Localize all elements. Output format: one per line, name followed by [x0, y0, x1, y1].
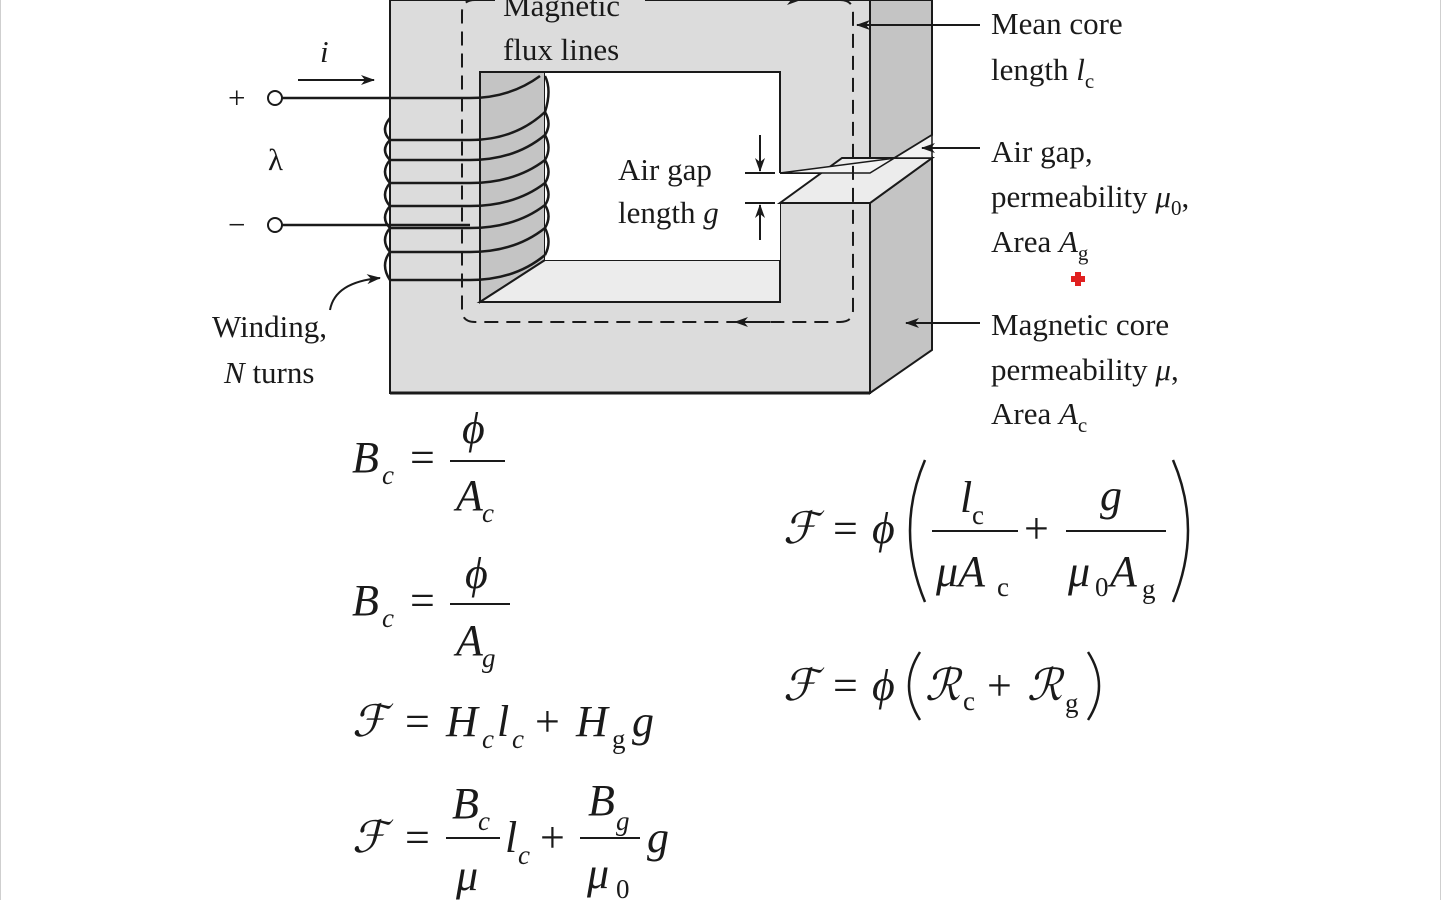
svg-text:c: c	[482, 498, 494, 528]
core-label-line2: permeability μ,	[991, 352, 1179, 387]
svg-text:+: +	[540, 813, 565, 862]
svg-text:0: 0	[1095, 572, 1109, 602]
core-window	[545, 72, 780, 260]
svg-text:ϕ: ϕ	[462, 404, 485, 453]
svg-text:g: g	[612, 724, 626, 754]
svg-text:=: =	[410, 433, 435, 482]
svg-text:+: +	[987, 661, 1012, 710]
svg-text:c: c	[482, 724, 494, 754]
equation-mmf-reluctance-expanded: ℱ = ϕ l c μA c + g μ 0 A g	[783, 459, 1190, 604]
equation-flux-density-core: B c = ϕ A c	[352, 404, 505, 528]
svg-text:c: c	[512, 724, 524, 754]
svg-text:c: c	[997, 572, 1009, 602]
svg-text:A: A	[453, 471, 484, 520]
core-label-line3: Area Ac	[991, 396, 1087, 437]
winding-coil	[280, 74, 550, 282]
plus-terminal-node	[267, 90, 283, 106]
svg-text:ϕ: ϕ	[465, 549, 488, 598]
svg-text:ℱ: ℱ	[783, 504, 825, 553]
air-gap-label-line1: Air gap,	[991, 134, 1093, 169]
svg-text:B: B	[352, 433, 379, 482]
svg-text:μ: μ	[455, 851, 478, 900]
flux-linkage-label: λ	[268, 142, 283, 177]
minus-terminal-node	[267, 217, 283, 233]
winding-pointer-arrow	[329, 274, 381, 311]
equation-mmf-reluctance: ℱ = ϕ ℛ c + ℛ g	[783, 651, 1101, 721]
svg-text:=: =	[405, 813, 430, 862]
svg-text:c: c	[478, 806, 490, 836]
air-gap-dimension	[745, 135, 775, 240]
air-gap-length-label-line1: Air gap	[618, 152, 712, 187]
mean-core-label-line2: length lc	[991, 52, 1094, 93]
flux-lines-label-line1: Magnetic	[503, 0, 620, 23]
svg-text:g: g	[647, 813, 669, 862]
svg-text:c: c	[972, 500, 984, 530]
minus-terminal: −	[228, 207, 245, 242]
svg-text:μA: μA	[935, 547, 986, 596]
svg-text:=: =	[833, 661, 858, 710]
svg-text:l: l	[497, 697, 509, 746]
magnetic-core	[389, 0, 936, 395]
svg-text:0: 0	[616, 874, 630, 900]
svg-text:μ: μ	[586, 849, 609, 898]
svg-text:ℱ: ℱ	[352, 813, 394, 862]
winding-label-line1: Winding,	[212, 309, 327, 344]
equation-mmf-b: ℱ = B c μ l c + B g μ 0 g	[352, 776, 669, 900]
equation-flux-density-gap: B c = ϕ A g	[352, 549, 510, 673]
plus-terminal: +	[228, 80, 245, 115]
flux-lines-label-line2: flux lines	[503, 32, 619, 67]
svg-text:g: g	[616, 806, 630, 836]
svg-text:g: g	[1100, 471, 1122, 520]
svg-text:g: g	[482, 643, 496, 673]
svg-text:=: =	[405, 697, 430, 746]
svg-text:l: l	[505, 813, 517, 862]
svg-text:ℱ: ℱ	[783, 661, 825, 710]
svg-text:A: A	[1107, 547, 1138, 596]
svg-text:c: c	[518, 840, 530, 870]
svg-text:l: l	[960, 473, 972, 522]
svg-text:B: B	[452, 779, 479, 828]
svg-text:ℱ: ℱ	[352, 697, 394, 746]
air-gap-length-label-line2: length g	[618, 195, 719, 230]
svg-text:g: g	[1065, 688, 1079, 718]
core-label-line1: Magnetic core	[991, 307, 1169, 342]
svg-text:c: c	[963, 686, 975, 716]
svg-text:g: g	[632, 697, 654, 746]
svg-text:=: =	[833, 504, 858, 553]
left-border	[0, 0, 1, 900]
mean-core-label-line1: Mean core	[991, 6, 1123, 41]
current-label: i	[320, 34, 329, 69]
svg-text:ℛ: ℛ	[1027, 661, 1065, 710]
winding-label-line2: N turns	[223, 355, 314, 390]
svg-text:c: c	[382, 460, 394, 490]
svg-text:ϕ: ϕ	[872, 661, 895, 710]
svg-text:ℛ: ℛ	[925, 661, 963, 710]
svg-text:μ: μ	[1067, 547, 1090, 596]
svg-text:g: g	[1142, 574, 1156, 604]
air-gap-label-line2: permeability μ0,	[991, 179, 1189, 220]
svg-text:+: +	[1024, 504, 1049, 553]
svg-text:H: H	[575, 697, 610, 746]
svg-text:+: +	[535, 697, 560, 746]
flux-path	[461, 0, 854, 327]
svg-text:A: A	[453, 616, 484, 665]
svg-text:B: B	[588, 776, 615, 825]
svg-text:=: =	[410, 576, 435, 625]
equation-mmf-h: ℱ = H c l c + H g g	[352, 697, 654, 754]
svg-text:c: c	[382, 603, 394, 633]
cursor-marker	[1071, 272, 1085, 286]
air-gap-label-line3: Area Ag	[991, 224, 1089, 265]
svg-text:ϕ: ϕ	[872, 504, 895, 553]
svg-text:B: B	[352, 576, 379, 625]
svg-text:H: H	[445, 697, 480, 746]
